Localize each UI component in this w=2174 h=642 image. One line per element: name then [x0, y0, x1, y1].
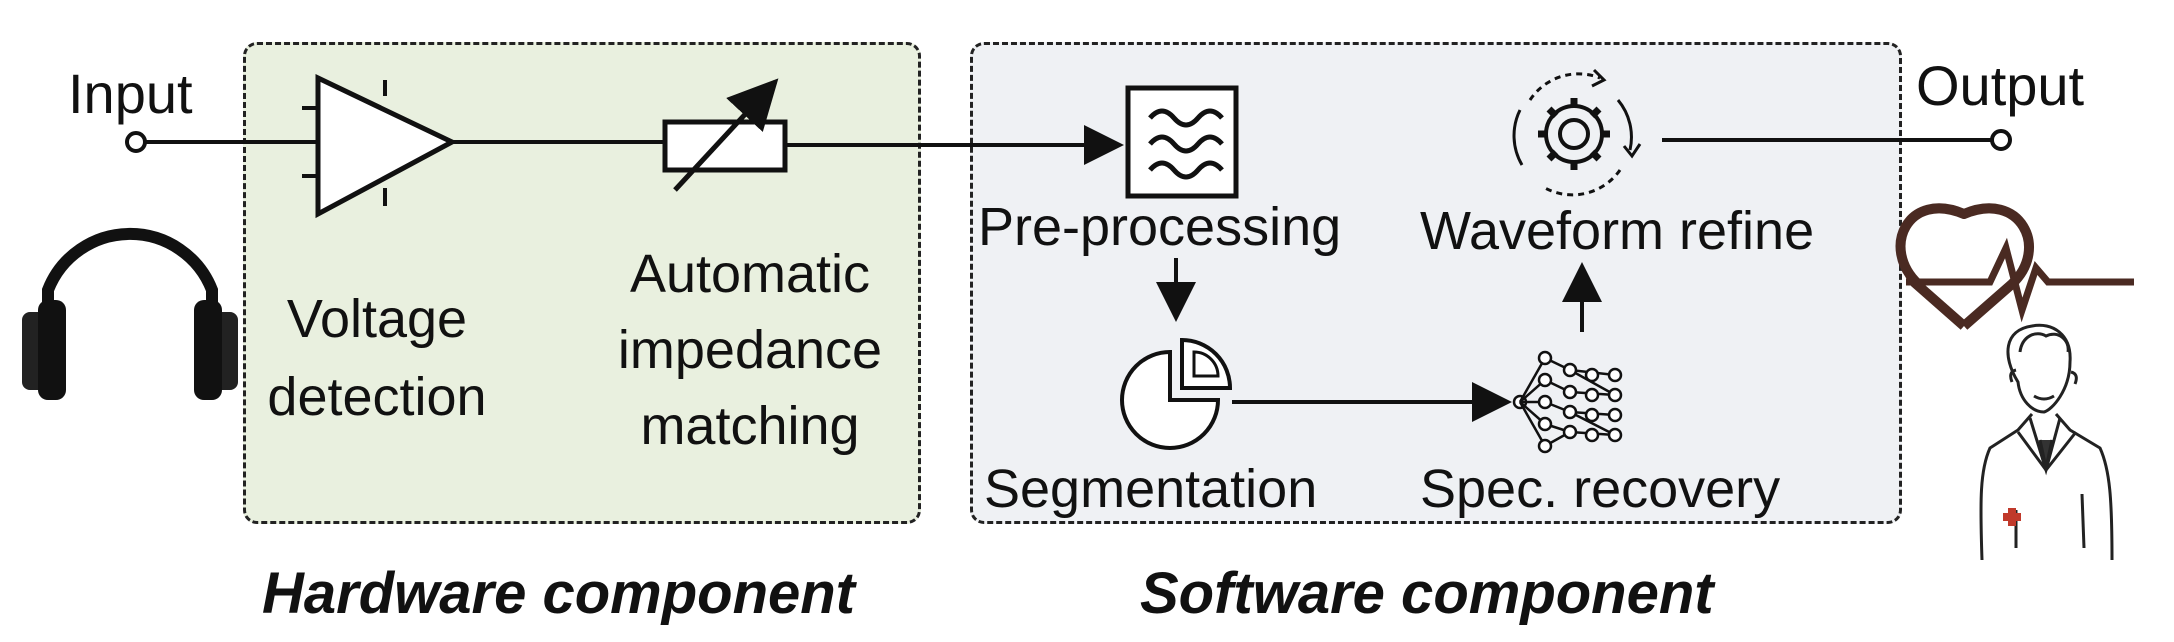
- doctor-icon: [1979, 323, 2114, 561]
- spec-recovery-label: Spec. recovery: [1420, 459, 1781, 519]
- input-label: Input: [68, 62, 193, 125]
- software-component-box: [970, 42, 1902, 524]
- voltage-detection-label: Voltage detection: [252, 280, 502, 436]
- output-label: Output: [1916, 54, 2085, 117]
- gear-refresh-icon: [1512, 68, 1642, 197]
- waveform-refine-label: Waveform refine: [1420, 201, 1815, 261]
- voltage-detection-line-2: detection: [267, 367, 487, 427]
- software-caption: Software component: [1140, 561, 1714, 626]
- impedance-matching-line-2: impedance: [617, 320, 883, 380]
- hardware-caption: Hardware component: [262, 561, 855, 626]
- variable-resistor-icon: [662, 78, 788, 192]
- preprocessing-label: Pre-processing: [978, 197, 1342, 257]
- amplifier-icon: [302, 74, 458, 219]
- voltage-detection-line-1: Voltage: [286, 289, 468, 349]
- output-terminal: [1662, 129, 2012, 151]
- headphones-icon: [22, 227, 238, 400]
- impedance-matching-line-1: Automatic: [629, 244, 871, 304]
- segmentation-label: Segmentation: [984, 459, 1318, 519]
- pie-chart-icon: [1120, 337, 1233, 450]
- heartbeat-icon: [1895, 203, 2134, 330]
- impedance-matching-label: Automatic impedance matching: [590, 236, 910, 464]
- filter-icon: [1125, 85, 1239, 199]
- impedance-matching-line-3: matching: [640, 396, 860, 456]
- neural-network-icon: [1512, 350, 1623, 454]
- input-terminal: [125, 131, 318, 153]
